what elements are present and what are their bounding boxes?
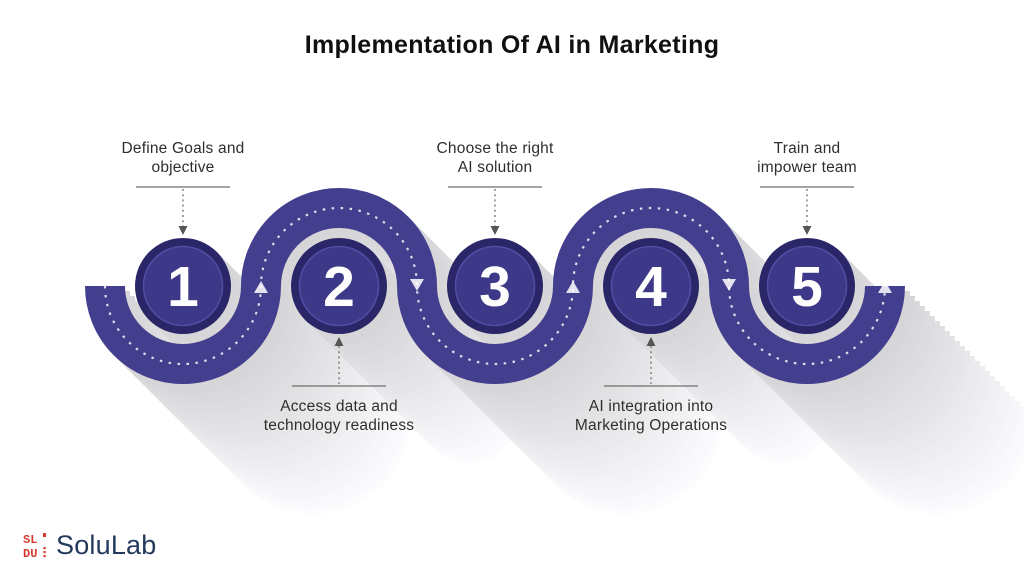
step-number-5: 5 [791, 255, 823, 319]
step-label-4: AI integration into Marketing Operations [526, 397, 776, 435]
flow-arrow-down-icon [410, 279, 424, 291]
solulab-wordmark: SoluLab [56, 530, 157, 560]
flow-arrow-down-icon [722, 279, 736, 291]
svg-text:DU: DU [23, 547, 37, 559]
page-title: Implementation Of AI in Marketing [304, 31, 720, 59]
arrow-up-icon [646, 337, 656, 346]
arrow-down-icon [178, 226, 188, 235]
step-node-2: 2 [291, 238, 387, 334]
step-number-1: 1 [167, 255, 199, 319]
arrow-down-icon [802, 226, 812, 235]
step-connector-4 [604, 337, 698, 387]
flow-arrow-up-icon [566, 281, 580, 293]
step-connector-1 [136, 186, 230, 235]
step-node-1: 1 [135, 238, 231, 334]
step-label-5: Train and impower team [682, 139, 932, 177]
flow-arrow-up-icon [254, 281, 268, 293]
step-connector-3 [448, 186, 542, 235]
step-node-4: 4 [603, 238, 699, 334]
arrow-down-icon [490, 226, 500, 235]
step-label-1: Define Goals and objective [58, 139, 308, 177]
step-label-line: Define Goals and [121, 140, 245, 157]
step-number-3: 3 [479, 255, 511, 319]
step-label-line: objective [151, 159, 215, 176]
arrow-up-icon [334, 337, 344, 346]
solulab-logo-icon: SL DU [23, 533, 46, 559]
step-label-line: impower team [757, 159, 857, 176]
step-label-3: Choose the right AI solution [370, 139, 620, 177]
solulab-logo: SL DU SoluLab [22, 530, 157, 561]
step-connector-5 [760, 186, 854, 235]
step-label-line: AI integration into [588, 398, 714, 415]
step-label-2: Access data and technology readiness [214, 397, 464, 435]
step-node-5: 5 [759, 238, 855, 334]
step-label-line: Access data and [280, 398, 398, 415]
step-label-line: AI solution [457, 159, 533, 176]
step-node-3: 3 [447, 238, 543, 334]
step-number-4: 4 [635, 255, 667, 319]
svg-text:SL: SL [23, 533, 37, 547]
step-number-2: 2 [323, 255, 355, 319]
step-label-line: Train and [773, 140, 841, 157]
road-center-dashed-line [103, 206, 887, 366]
step-label-line: Marketing Operations [574, 417, 728, 434]
step-label-line: Choose the right [436, 140, 554, 157]
step-connector-2 [292, 337, 386, 387]
flow-arrow-up-icon [878, 281, 892, 293]
step-label-line: technology readiness [263, 417, 415, 434]
